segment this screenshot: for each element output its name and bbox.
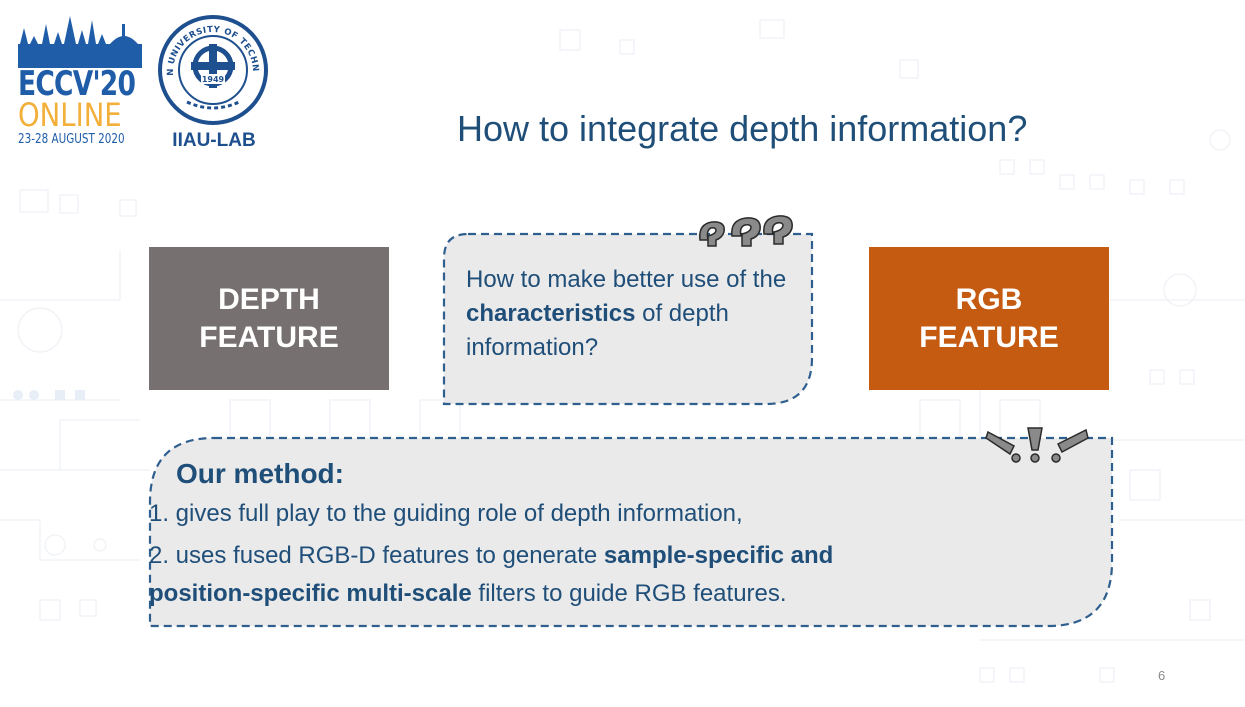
eccv-date: 23-28 AUGUST 2020: [18, 132, 125, 147]
method-line-3: position-specific multi-scale filters to…: [149, 580, 787, 608]
method-line-3-text: filters to guide RGB features.: [471, 580, 787, 607]
depth-feature-line1: DEPTH: [218, 282, 320, 316]
depth-feature-line2: FEATURE: [199, 320, 339, 354]
rgb-feature-box: RGB FEATURE: [869, 247, 1109, 390]
rgb-feature-line1: RGB: [955, 282, 1023, 316]
question-text-part2: of depth information?: [466, 300, 729, 361]
method-title: Our method:: [176, 458, 344, 489]
page-number: 6: [1158, 668, 1166, 683]
question-text-bold: characteristics: [466, 300, 636, 327]
method-line-2-bold: sample-specific and: [603, 542, 834, 569]
exclamation-marks-icon: [985, 427, 1089, 463]
eccv-skyline-icon: [18, 16, 142, 68]
method-line-2: 2. uses fused RGB-D features to generate…: [149, 542, 833, 570]
lab-name: IIAU-LAB: [172, 130, 256, 151]
question-marks-icon: [699, 215, 793, 247]
method-line-3-bold: position-specific multi-scale: [149, 580, 472, 607]
question-text: How to make better use of the characteri…: [466, 263, 796, 365]
question-callout: [442, 232, 814, 406]
university-seal-icon: DALIAN UNIVERSITY OF TECHNOLOGY 1949: [157, 14, 268, 125]
method-line-1: 1. gives full play to the guiding role o…: [149, 500, 743, 527]
eccv-online: ONLINE: [18, 96, 122, 134]
seal-year: 1949: [202, 75, 225, 84]
method-callout: [148, 436, 1114, 628]
depth-feature-box: DEPTH FEATURE: [149, 247, 389, 390]
slide-title: How to integrate depth information?: [457, 108, 1028, 149]
question-text-part1: How to make better use of the: [466, 266, 787, 293]
eccv-logo: ECCV'20 ONLINE 23-28 AUGUST 2020: [14, 14, 146, 154]
rgb-feature-line2: FEATURE: [919, 320, 1059, 354]
eccv-title: ECCV'20: [18, 64, 136, 104]
method-line-2-text: 2. uses fused RGB-D features to generate: [149, 542, 604, 569]
